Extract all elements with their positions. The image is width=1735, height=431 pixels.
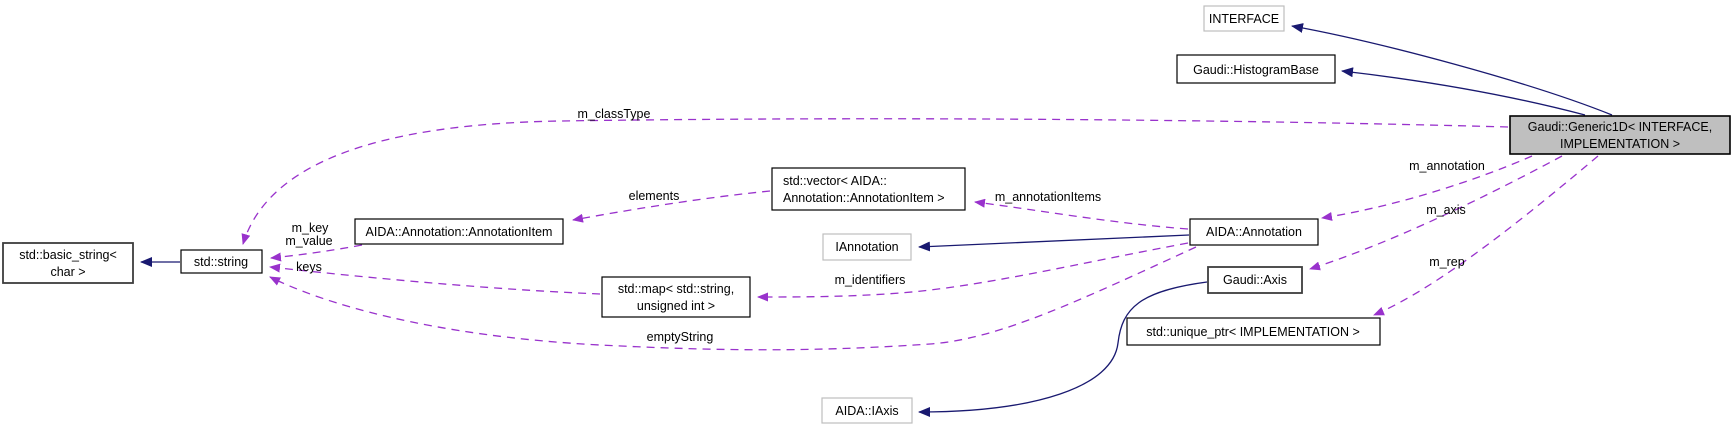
node-std-string-label: std::string [194,255,248,269]
edge-usage-m-classtype [241,118,1509,245]
node-interface: INTERFACE [1203,5,1285,32]
node-interface-label: INTERFACE [1209,12,1279,26]
edge-usage-m-annotationitems [974,198,1189,230]
node-iannotation-label: IAnnotation [835,240,898,254]
edge-label-keys: keys [296,260,322,274]
edge-label-m-annotation: m_annotation [1409,159,1485,173]
edge-usage-keys [269,263,601,295]
node-std-vector-annotationitem[interactable]: std::vector< AIDA:: Annotation::Annotati… [771,167,966,211]
node-std-unique-ptr[interactable]: std::unique_ptr< IMPLEMENTATION > [1126,317,1381,346]
edge-usage-elements [572,190,771,223]
node-gaudi-axis[interactable]: Gaudi::Axis [1207,266,1303,294]
node-std-basic-string-label-line1: std::basic_string< [19,248,117,262]
edge-label-m-key: m_key [292,221,330,235]
node-aida-annotation-annotationitem[interactable]: AIDA::Annotation::AnnotationItem [354,218,564,245]
edge-label-m-axis: m_axis [1426,203,1466,217]
node-std-vector-annotationitem-label-line1: std::vector< AIDA:: [783,174,887,188]
node-std-basic-string[interactable]: std::basic_string< char > [2,242,134,284]
node-iannotation: IAnnotation [822,233,912,261]
node-std-basic-string-label-line2: char > [50,265,85,279]
node-aida-annotation-label: AIDA::Annotation [1206,225,1302,239]
edge-label-emptystring: emptyString [647,330,714,344]
node-gaudi-generic1d: Gaudi::Generic1D< INTERFACE, IMPLEMENTAT… [1509,115,1731,155]
edge-inherit-generic1d-to-histogrambase [1341,67,1586,116]
edge-usage-m-rep [1373,155,1599,316]
edge-inherit-generic1d-to-interface [1291,23,1613,116]
edge-label-m-identifiers: m_identifiers [835,273,906,287]
node-aida-iaxis-label: AIDA::IAxis [835,404,898,418]
node-std-map[interactable]: std::map< std::string, unsigned int > [601,276,751,318]
edge-label-m-value: m_value [285,234,332,248]
node-std-string[interactable]: std::string [180,249,263,274]
edge-usage-emptystring [269,246,1197,351]
edge-label-elements: elements [629,189,680,203]
node-aida-annotation-annotationitem-label: AIDA::Annotation::AnnotationItem [366,225,553,239]
node-std-unique-ptr-label: std::unique_ptr< IMPLEMENTATION > [1146,325,1360,339]
node-std-map-label-line2: unsigned int > [637,299,715,313]
node-gaudi-axis-label: Gaudi::Axis [1223,273,1287,287]
edge-label-m-rep: m_rep [1429,255,1464,269]
edge-inherit-axis-to-iaxis [918,281,1208,417]
edge-usage-m-key-m-value [270,244,363,262]
node-gaudi-generic1d-label-line1: Gaudi::Generic1D< INTERFACE, [1528,120,1712,134]
node-gaudi-generic1d-label-line2: IMPLEMENTATION > [1560,137,1680,151]
node-aida-iaxis: AIDA::IAxis [821,397,913,424]
node-aida-annotation[interactable]: AIDA::Annotation [1189,218,1319,246]
node-gaudi-histogrambase-label: Gaudi::HistogramBase [1193,63,1319,77]
edge-usage-m-identifiers [757,242,1189,302]
node-std-map-label-line1: std::map< std::string, [618,282,734,296]
edge-label-m-annotationitems: m_annotationItems [995,190,1101,204]
node-gaudi-histogrambase[interactable]: Gaudi::HistogramBase [1176,54,1336,84]
edge-usage-m-axis [1309,155,1563,271]
edge-inherit-annotation-to-iannotation [918,234,1190,252]
node-std-vector-annotationitem-label-line2: Annotation::AnnotationItem > [783,191,945,205]
edge-label-m-classtype: m_classType [578,107,651,121]
